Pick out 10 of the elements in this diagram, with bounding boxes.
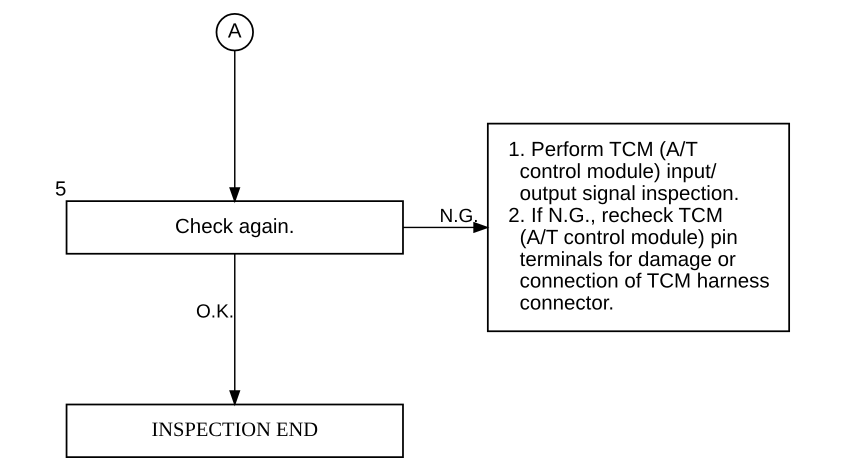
edge-label: N.G.	[439, 206, 478, 228]
arrow	[228, 254, 240, 406]
node-circle: A	[215, 13, 254, 52]
node-label: 5	[54, 178, 66, 201]
node-box: INSPECTION END	[65, 404, 404, 458]
arrow	[228, 50, 240, 204]
arrow	[402, 222, 489, 234]
node-box: Check again.	[65, 200, 404, 255]
edge-label: O.K.	[196, 301, 234, 322]
node-box: 1. Perform TCM (A/T control module) input/ output signal inspection. 2. If N.G., recheck TCM (A/T control module) pin terminals for damage or connection of TCM harness connector.	[486, 122, 790, 332]
